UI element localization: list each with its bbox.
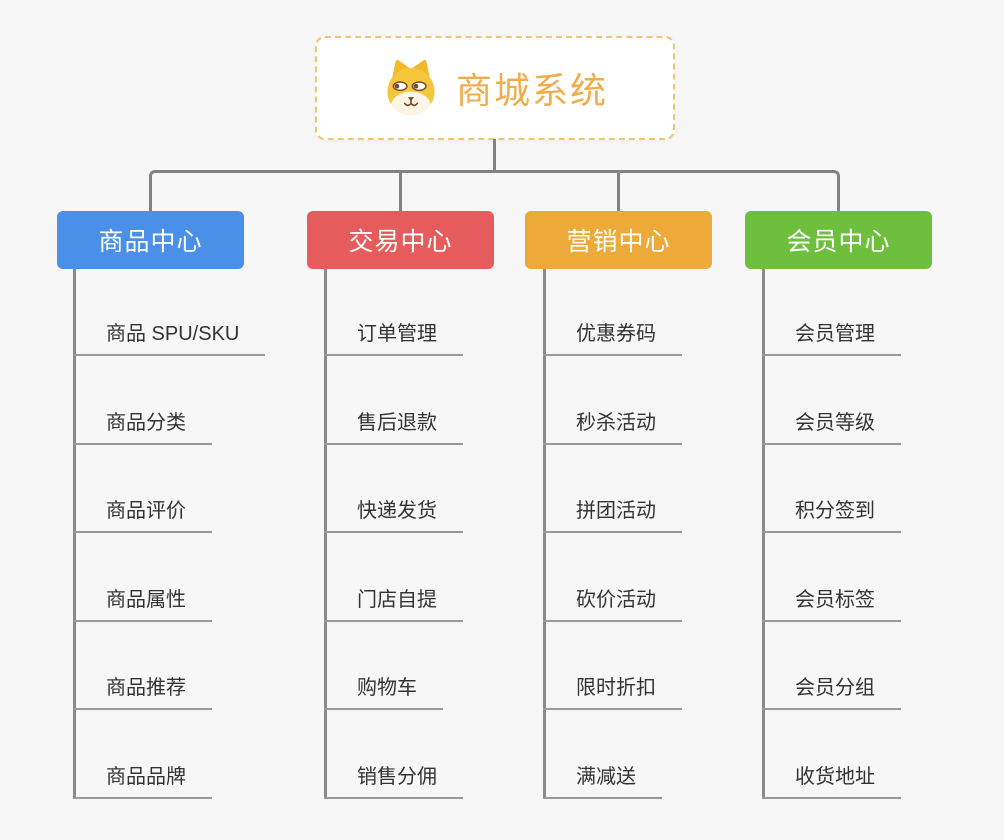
connector-elbow-left (149, 170, 495, 211)
leaf-item[interactable]: 售后退款 (324, 410, 463, 445)
leaf-item[interactable]: 商品属性 (73, 587, 212, 622)
leaf-item[interactable]: 会员管理 (762, 321, 901, 356)
trunk-line-product (73, 269, 76, 799)
leaf-item[interactable]: 限时折扣 (543, 675, 682, 710)
connector-drop-branch2 (399, 170, 402, 211)
trunk-line-trade (324, 269, 327, 799)
connector-drop-branch3 (617, 170, 620, 211)
leaf-item[interactable]: 销售分佣 (324, 764, 463, 799)
leaf-item[interactable]: 订单管理 (324, 321, 463, 356)
branch-trade-center[interactable]: 交易中心 (307, 211, 494, 269)
leaf-item[interactable]: 拼团活动 (543, 498, 682, 533)
leaf-item[interactable]: 商品品牌 (73, 764, 212, 799)
dog-face-icon (387, 59, 435, 116)
leaf-item[interactable]: 商品分类 (73, 410, 212, 445)
leaf-item[interactable]: 优惠券码 (543, 321, 682, 356)
branch-member-center[interactable]: 会员中心 (745, 211, 932, 269)
leaf-item[interactable]: 商品评价 (73, 498, 212, 533)
trunk-line-member (762, 269, 765, 799)
leaf-item[interactable]: 会员标签 (762, 587, 901, 622)
leaf-item[interactable]: 会员分组 (762, 675, 901, 710)
leaf-item[interactable]: 商品 SPU/SKU (73, 321, 266, 356)
leaf-item[interactable]: 收货地址 (762, 764, 901, 799)
leaf-item[interactable]: 秒杀活动 (543, 410, 682, 445)
connector-elbow-right (495, 170, 840, 211)
root-node[interactable]: 商城系统 (315, 36, 675, 140)
root-title: 商城系统 (455, 70, 608, 111)
connector-root-stub (493, 139, 496, 172)
leaf-item[interactable]: 砍价活动 (543, 587, 682, 622)
leaf-item[interactable]: 积分签到 (762, 498, 901, 533)
leaf-item[interactable]: 购物车 (324, 675, 443, 710)
branch-marketing-center[interactable]: 营销中心 (525, 211, 712, 269)
leaf-item[interactable]: 商品推荐 (73, 675, 212, 710)
leaf-item[interactable]: 快递发货 (324, 498, 463, 533)
leaf-item[interactable]: 会员等级 (762, 410, 901, 445)
trunk-line-marketing (543, 269, 546, 799)
leaf-item[interactable]: 门店自提 (324, 587, 463, 622)
branch-product-center[interactable]: 商品中心 (57, 211, 244, 269)
leaf-item[interactable]: 满减送 (543, 764, 662, 799)
